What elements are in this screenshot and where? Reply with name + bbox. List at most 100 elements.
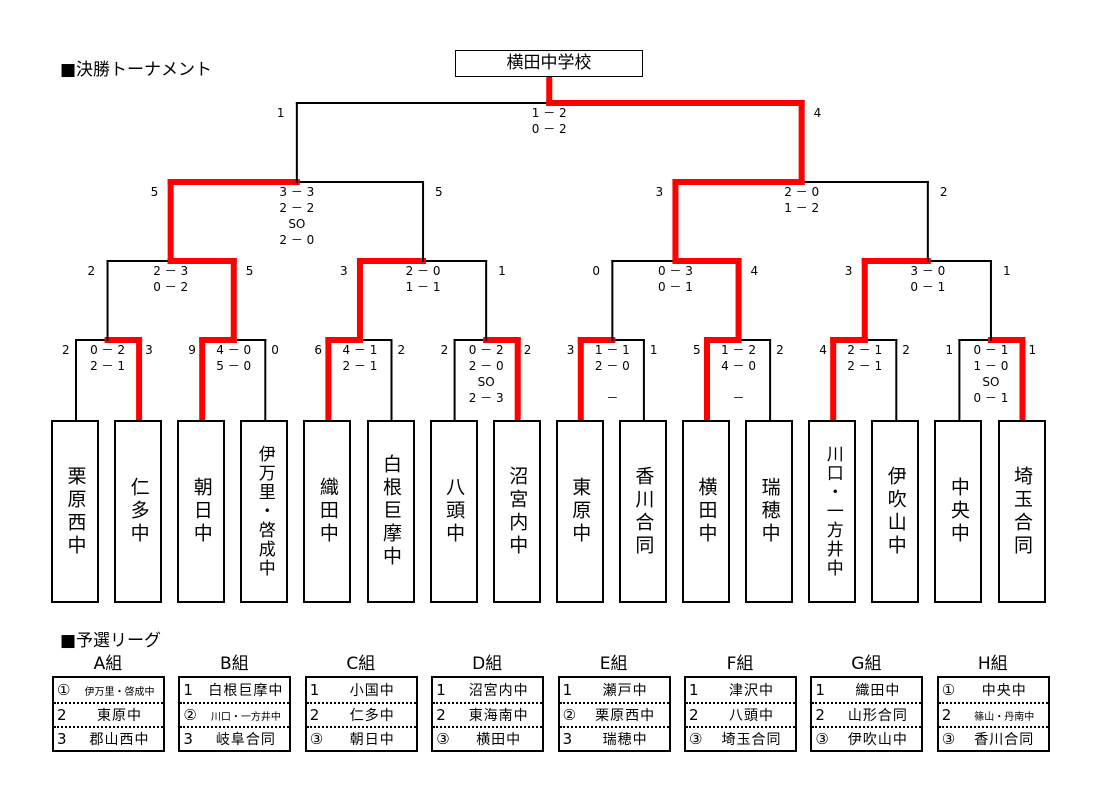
group-team-name: 郡山西中 xyxy=(89,732,150,748)
round1-match-8-right-total: 1 xyxy=(1028,343,1037,357)
group-row: 2 仁多中 xyxy=(306,702,416,726)
group-rank: 1 xyxy=(562,681,573,699)
group-team-name: 瑞穂中 xyxy=(602,732,648,748)
semifinal-match-2-score-line: 1 － 2 xyxy=(784,201,820,215)
group-team-name: 伊万里・啓成中 xyxy=(84,686,155,698)
round1-match-2-score-line: 4 － 0 xyxy=(216,343,252,357)
group-team-name: 白根巨摩中 xyxy=(208,683,284,699)
team-name: 沼宮内中 xyxy=(506,465,529,558)
team-name: 中央中 xyxy=(947,477,970,546)
group-team-name: 篠山・丹南中 xyxy=(974,711,1035,723)
group-rank: ① xyxy=(941,681,956,699)
team-box: 白根巨摩中 xyxy=(366,420,415,603)
round1-match-8-left-total: 1 xyxy=(945,343,954,357)
team-name: 白根巨摩中 xyxy=(380,454,402,569)
group-rank: 1 xyxy=(436,681,446,699)
quarterfinal-match-4-right-total: 1 xyxy=(1002,264,1011,278)
champion-box: 横田中学校 xyxy=(455,50,643,77)
quarterfinal-match-1-right-total: 5 xyxy=(245,264,254,278)
semifinal-match-2-score-line: 2 － 0 xyxy=(784,185,820,199)
group-team-name: 朝日中 xyxy=(349,732,395,748)
group-rank: ③ xyxy=(436,730,450,748)
round1-match-4-left-total: 2 xyxy=(440,343,449,357)
group-rank: 2 xyxy=(941,706,952,724)
league-section-title: ■予選リーグ xyxy=(60,631,162,651)
team-name: 横田中 xyxy=(695,477,718,546)
round1-match-2-left-total: 9 xyxy=(188,343,196,357)
group-team-name: 仁多中 xyxy=(349,708,395,724)
final-match-score-line: 1 － 2 xyxy=(531,106,567,120)
team-box: 中央中 xyxy=(934,420,983,603)
group-rank: 2 xyxy=(57,706,67,724)
final-match-right-total: 4 xyxy=(813,106,822,120)
team-box: 埼玉合同 xyxy=(997,420,1046,603)
quarterfinal-match-3-right-total: 4 xyxy=(750,264,759,278)
group-team-name: 横田中 xyxy=(476,732,522,748)
semifinal-match-1-score-line: 2 － 0 xyxy=(279,233,315,247)
round1-match-5-score-line: 1 － 1 xyxy=(594,343,630,357)
semifinal-match-1-left-total: 5 xyxy=(150,185,159,199)
group-team-name: 沼宮内中 xyxy=(468,683,529,699)
quarterfinal-match-1-score-line: 2 － 3 xyxy=(153,264,189,278)
round1-match-8-score-line: 1 － 0 xyxy=(973,359,1009,373)
group-rank: 1 xyxy=(815,681,825,699)
round1-match-4-score-line: 0 － 2 xyxy=(468,343,504,357)
round1-match-4-score-line: 2 － 0 xyxy=(468,359,504,373)
quarterfinal-match-3-score-line: 0 － 1 xyxy=(657,280,693,294)
group-title: B組 xyxy=(220,654,249,674)
group-team-name: 津沢中 xyxy=(729,683,774,699)
team-box: 川口・一方井中 xyxy=(808,420,857,603)
round1-match-3-right-total: 2 xyxy=(397,343,406,357)
team-box: 仁多中 xyxy=(114,420,163,603)
group-rank: 2 xyxy=(309,706,320,724)
round1-match-8-score-line: SO xyxy=(982,375,1000,389)
round1-match-8-score-line: 0 － 1 xyxy=(973,343,1009,357)
group-title: C組 xyxy=(346,654,376,674)
team-box: 朝日中 xyxy=(177,420,226,603)
semifinal-match-1-right-total: 5 xyxy=(435,185,443,199)
group-title: E組 xyxy=(599,654,628,674)
team-box: 香川合同 xyxy=(618,420,667,603)
group-rank: ③ xyxy=(689,730,703,748)
group-row: 1 沼宮内中 xyxy=(433,678,542,702)
group-team-name: 東海南中 xyxy=(468,708,529,724)
team-name: 香川合同 xyxy=(632,465,655,558)
round1-match-6-left-total: 5 xyxy=(693,343,701,357)
round1-match-8-score-line: 0 － 1 xyxy=(973,391,1009,405)
group-rank: ② xyxy=(562,706,577,724)
group-team-name: 岐阜合同 xyxy=(215,732,276,748)
group-row: ③ 横田中 xyxy=(433,726,543,750)
round1-match-7-left-total: 4 xyxy=(819,343,827,357)
group-row: ① 中央中 xyxy=(939,678,1048,702)
group-rank: 1 xyxy=(183,681,193,699)
quarterfinal-match-3-left-total: 0 xyxy=(592,264,600,278)
group-team-name: 中央中 xyxy=(981,683,1027,699)
quarterfinal-match-4-score-line: 3 － 0 xyxy=(910,264,946,278)
semifinal-match-2-right-total: 2 xyxy=(939,185,948,199)
quarterfinal-match-4-left-total: 3 xyxy=(844,264,853,278)
group-title: H組 xyxy=(977,654,1008,674)
round1-match-6-score-line: 4 － 0 xyxy=(721,359,756,373)
tournament-section-title: ■決勝トーナメント xyxy=(60,60,213,80)
semifinal-match-1-score-line: 2 － 2 xyxy=(279,201,315,215)
quarterfinal-match-4-score-line: 0 － 1 xyxy=(910,280,946,294)
quarterfinal-match-3-score-line: 0 － 3 xyxy=(657,264,693,278)
team-box: 瑞穂中 xyxy=(745,420,794,603)
